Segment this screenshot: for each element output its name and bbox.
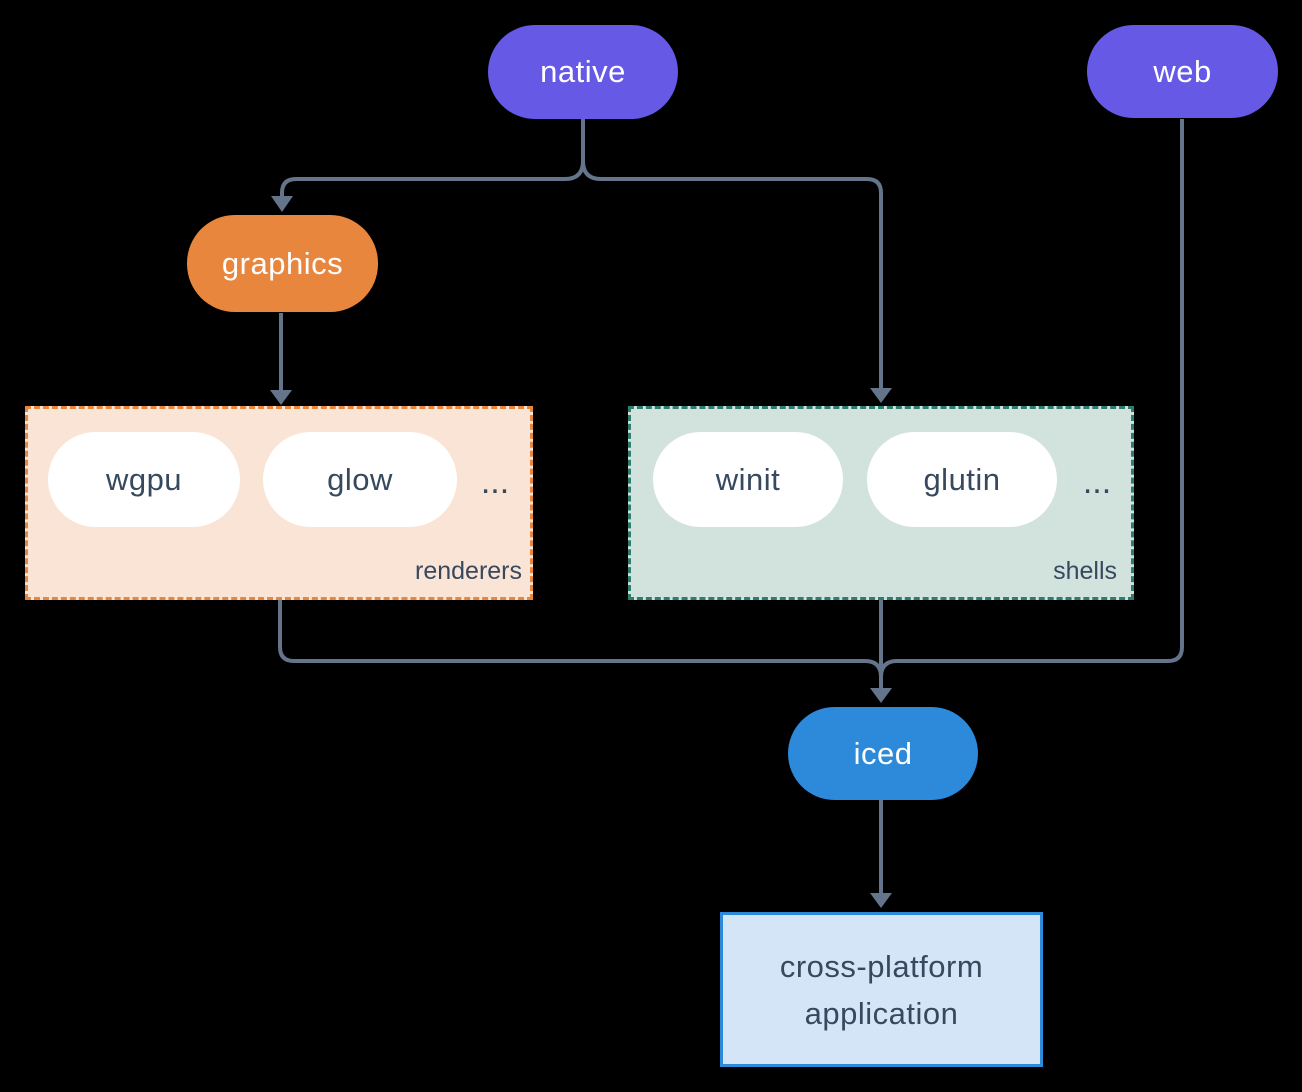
node-native: native [488,25,678,119]
node-native-label: native [540,54,626,89]
node-wgpu-label: wgpu [105,461,183,497]
edge-native-graphics [280,119,585,196]
group-shells-label: shells [1053,557,1117,585]
app-label-line-2: application [804,995,959,1031]
node-glow-label: glow [327,461,393,497]
node-glow: glow [263,432,457,527]
node-web-label: web [1153,53,1212,89]
shells-ellipsis: ... [1082,463,1112,501]
node-web: web [1087,25,1278,118]
arrowhead-shells [870,388,892,403]
node-iced: iced [788,707,978,800]
node-winit: winit [653,432,843,527]
group-renderers-label: renderers [415,557,522,585]
arrowhead-renderers [270,390,292,405]
arrowhead-graphics [271,196,293,212]
app-label-line-1: cross-platform [779,948,984,984]
edge-native-shells [581,119,883,388]
node-glutin-label: glutin [923,461,1001,497]
node-winit-label: winit [715,461,781,497]
arrowhead-app [870,893,892,908]
node-iced-label: iced [853,735,913,771]
node-cross-platform-application: cross-platform application [720,912,1043,1067]
edge-renderers-merge [278,600,883,678]
node-graphics: graphics [187,215,378,312]
node-graphics-label: graphics [221,245,344,281]
arrowhead-iced [870,688,892,703]
renderers-ellipsis: ... [480,463,510,501]
node-wgpu: wgpu [48,432,240,527]
node-glutin: glutin [867,432,1057,527]
